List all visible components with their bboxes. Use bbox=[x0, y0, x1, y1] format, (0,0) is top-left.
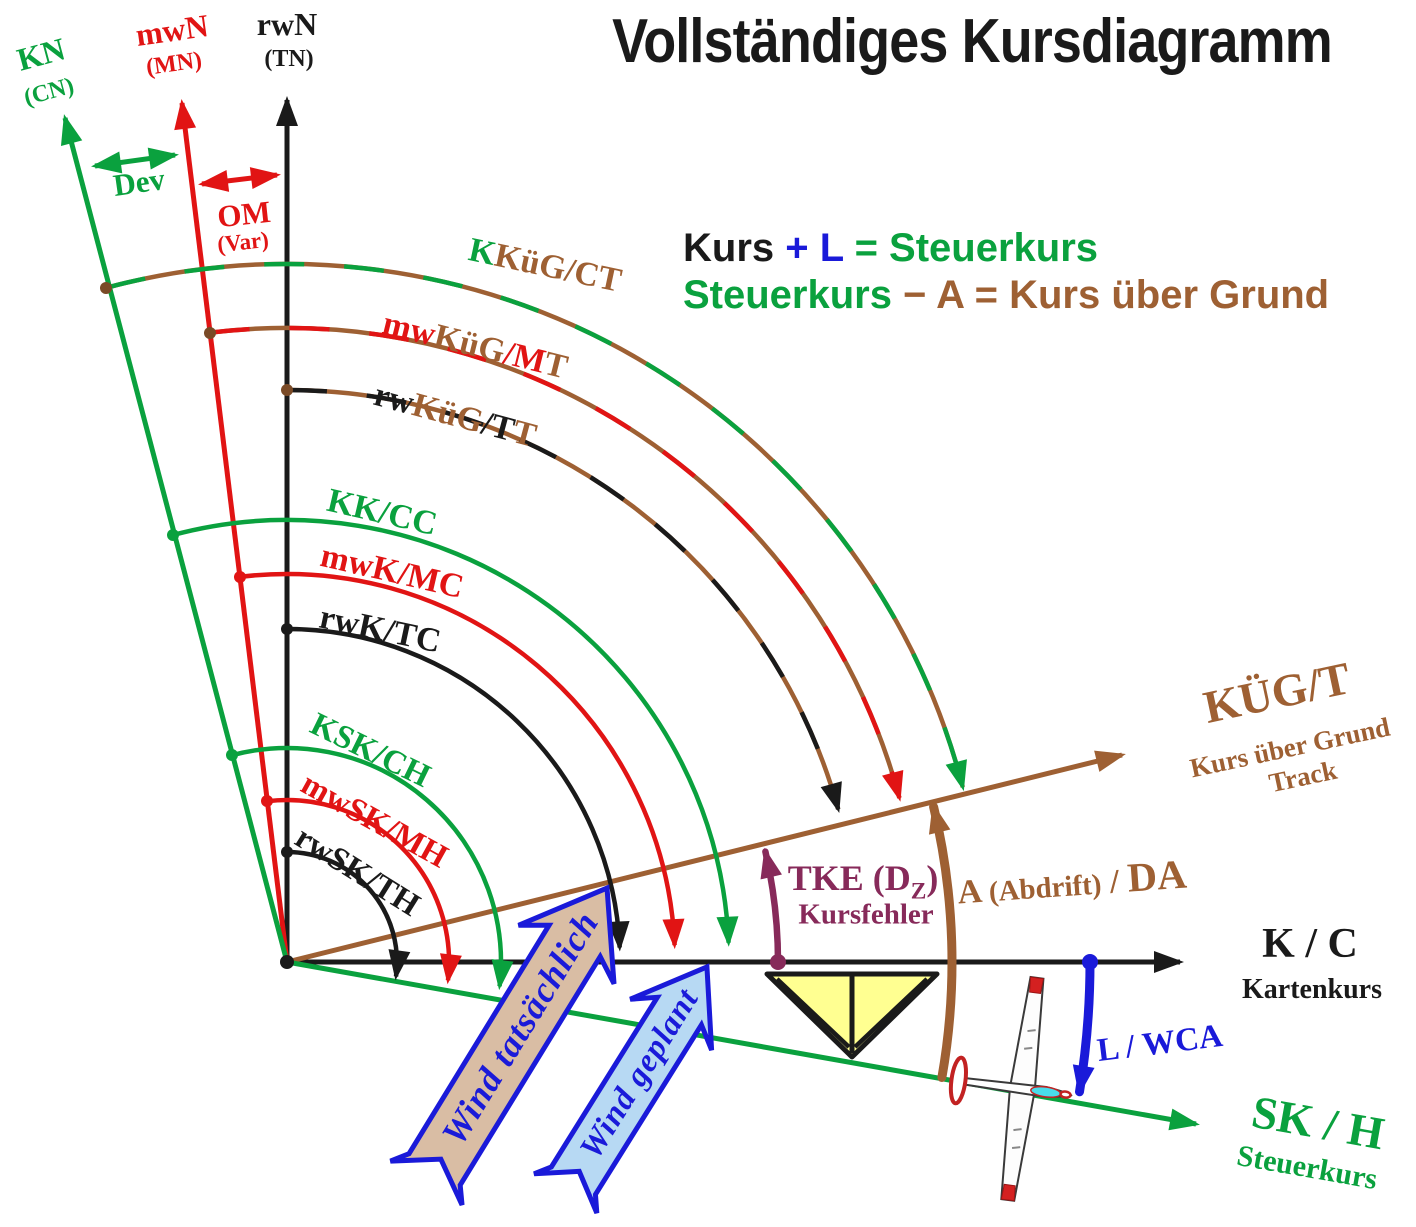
legend-steuerkurs2: Steuerkurs bbox=[683, 273, 892, 317]
arc-mwsk-mh bbox=[267, 797, 462, 985]
wca-angle-arc bbox=[1072, 957, 1095, 1097]
dot-rwk bbox=[281, 623, 293, 635]
tke-sub: Z bbox=[910, 878, 927, 905]
legend-a: A bbox=[936, 273, 964, 317]
chart-course-sub: Kartenkurs bbox=[1242, 974, 1382, 1005]
tke-main: TKE (D bbox=[787, 858, 911, 899]
dot-mwkug bbox=[204, 327, 216, 339]
track-error-arc bbox=[760, 847, 782, 966]
legend-eq2: = bbox=[963, 273, 1010, 317]
legend-line1: Kurs + L = Steuerkurs bbox=[683, 228, 1098, 268]
arc-rwsk-th bbox=[286, 849, 411, 981]
wind-actual-arrow bbox=[389, 884, 617, 1207]
drift-da: DA bbox=[1125, 850, 1189, 901]
legend-minus: − bbox=[891, 273, 937, 317]
heading-axis bbox=[286, 959, 1200, 1131]
arc-rwk-tc bbox=[286, 626, 630, 952]
drift-a: A bbox=[956, 872, 991, 912]
magnetic-north-axis bbox=[174, 99, 290, 963]
arc-ksk-ch bbox=[231, 745, 514, 991]
legend-kug: Kurs über Grund bbox=[1009, 273, 1330, 317]
glider-site-symbol bbox=[764, 971, 940, 1060]
dot-kkug bbox=[100, 282, 112, 294]
legend-l: L bbox=[819, 226, 844, 270]
dot-mwsk bbox=[261, 795, 273, 807]
arc-kkug-ct bbox=[105, 261, 967, 792]
drift-angle-arc bbox=[928, 802, 957, 1082]
deviation-label: Dev bbox=[110, 161, 168, 203]
drift-slash: / bbox=[1099, 862, 1129, 902]
variation-arrow bbox=[198, 167, 281, 192]
dot-rwkug bbox=[281, 384, 293, 396]
true-north-sub: (TN) bbox=[264, 46, 314, 72]
wca-dot bbox=[1082, 954, 1098, 970]
track-error-dot bbox=[770, 954, 786, 970]
arc-mwkug-mt-base bbox=[209, 325, 902, 799]
dot-mwk bbox=[234, 571, 246, 583]
legend-plus: + bbox=[774, 226, 820, 270]
wind-planned-arrow bbox=[533, 963, 715, 1215]
arc-mwk-mc bbox=[239, 571, 685, 950]
track-error-label: TKE (DZ) bbox=[788, 860, 939, 904]
tke-close: ) bbox=[926, 858, 939, 899]
track-axis bbox=[286, 750, 1126, 965]
dot-rwsk bbox=[281, 846, 293, 858]
legend-eq1: = bbox=[843, 226, 890, 270]
legend-kurs: Kurs bbox=[683, 226, 775, 270]
arc-rwkug-tt bbox=[286, 387, 842, 814]
arc-kk-cc bbox=[172, 517, 739, 947]
chart-course-label: K / C bbox=[1262, 921, 1358, 967]
deviation-arrow bbox=[91, 147, 179, 174]
variation-sub: (Var) bbox=[216, 226, 270, 258]
origin-dot bbox=[280, 955, 294, 969]
dot-kk bbox=[167, 529, 179, 541]
true-north-label: rwN bbox=[256, 6, 318, 42]
legend-line2: Steuerkurs − A = Kurs über Grund bbox=[683, 275, 1329, 315]
legend-steuerkurs1: Steuerkurs bbox=[889, 226, 1099, 270]
page-title: Vollständiges Kursdiagramm bbox=[612, 7, 1333, 76]
track-error-caption: Kursfehler bbox=[798, 898, 934, 931]
glider bbox=[948, 975, 1073, 1202]
dot-ksk bbox=[226, 749, 238, 761]
